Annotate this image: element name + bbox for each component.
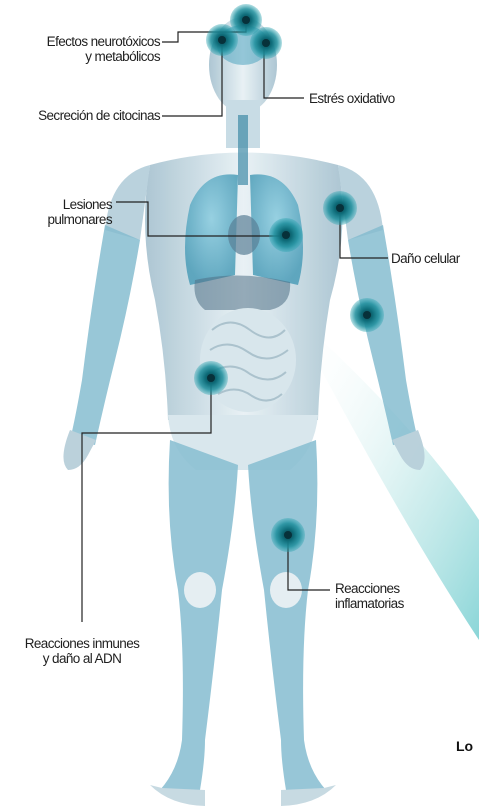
label-immune-line2: y daño al ADN (2, 651, 162, 666)
label-neurotoxic: Efectos neurotóxicos y metabólicos (0, 34, 160, 64)
label-neurotoxic-line2: y metabólicos (0, 49, 160, 64)
label-immune-line1: Reacciones inmunes (2, 636, 162, 651)
label-cytokines: Secreción de citocinas (0, 108, 160, 123)
label-inflam-line1: Reacciones (335, 581, 404, 596)
label-neurotoxic-line1: Efectos neurotóxicos (0, 34, 160, 49)
cut-off-heading: Lo (456, 738, 473, 754)
label-oxidative-stress: Estrés oxidativo (309, 91, 395, 106)
label-inflammatory: Reacciones inflamatorias (335, 581, 404, 611)
label-lung-lesions: Lesiones pulmonares (0, 197, 112, 227)
label-inflam-line2: inflamatorias (335, 596, 404, 611)
label-lung-line1: Lesiones (0, 197, 112, 212)
label-lung-line2: pulmonares (0, 212, 112, 227)
label-cell-damage: Daño celular (391, 251, 460, 266)
label-immune: Reacciones inmunes y daño al ADN (2, 636, 162, 666)
